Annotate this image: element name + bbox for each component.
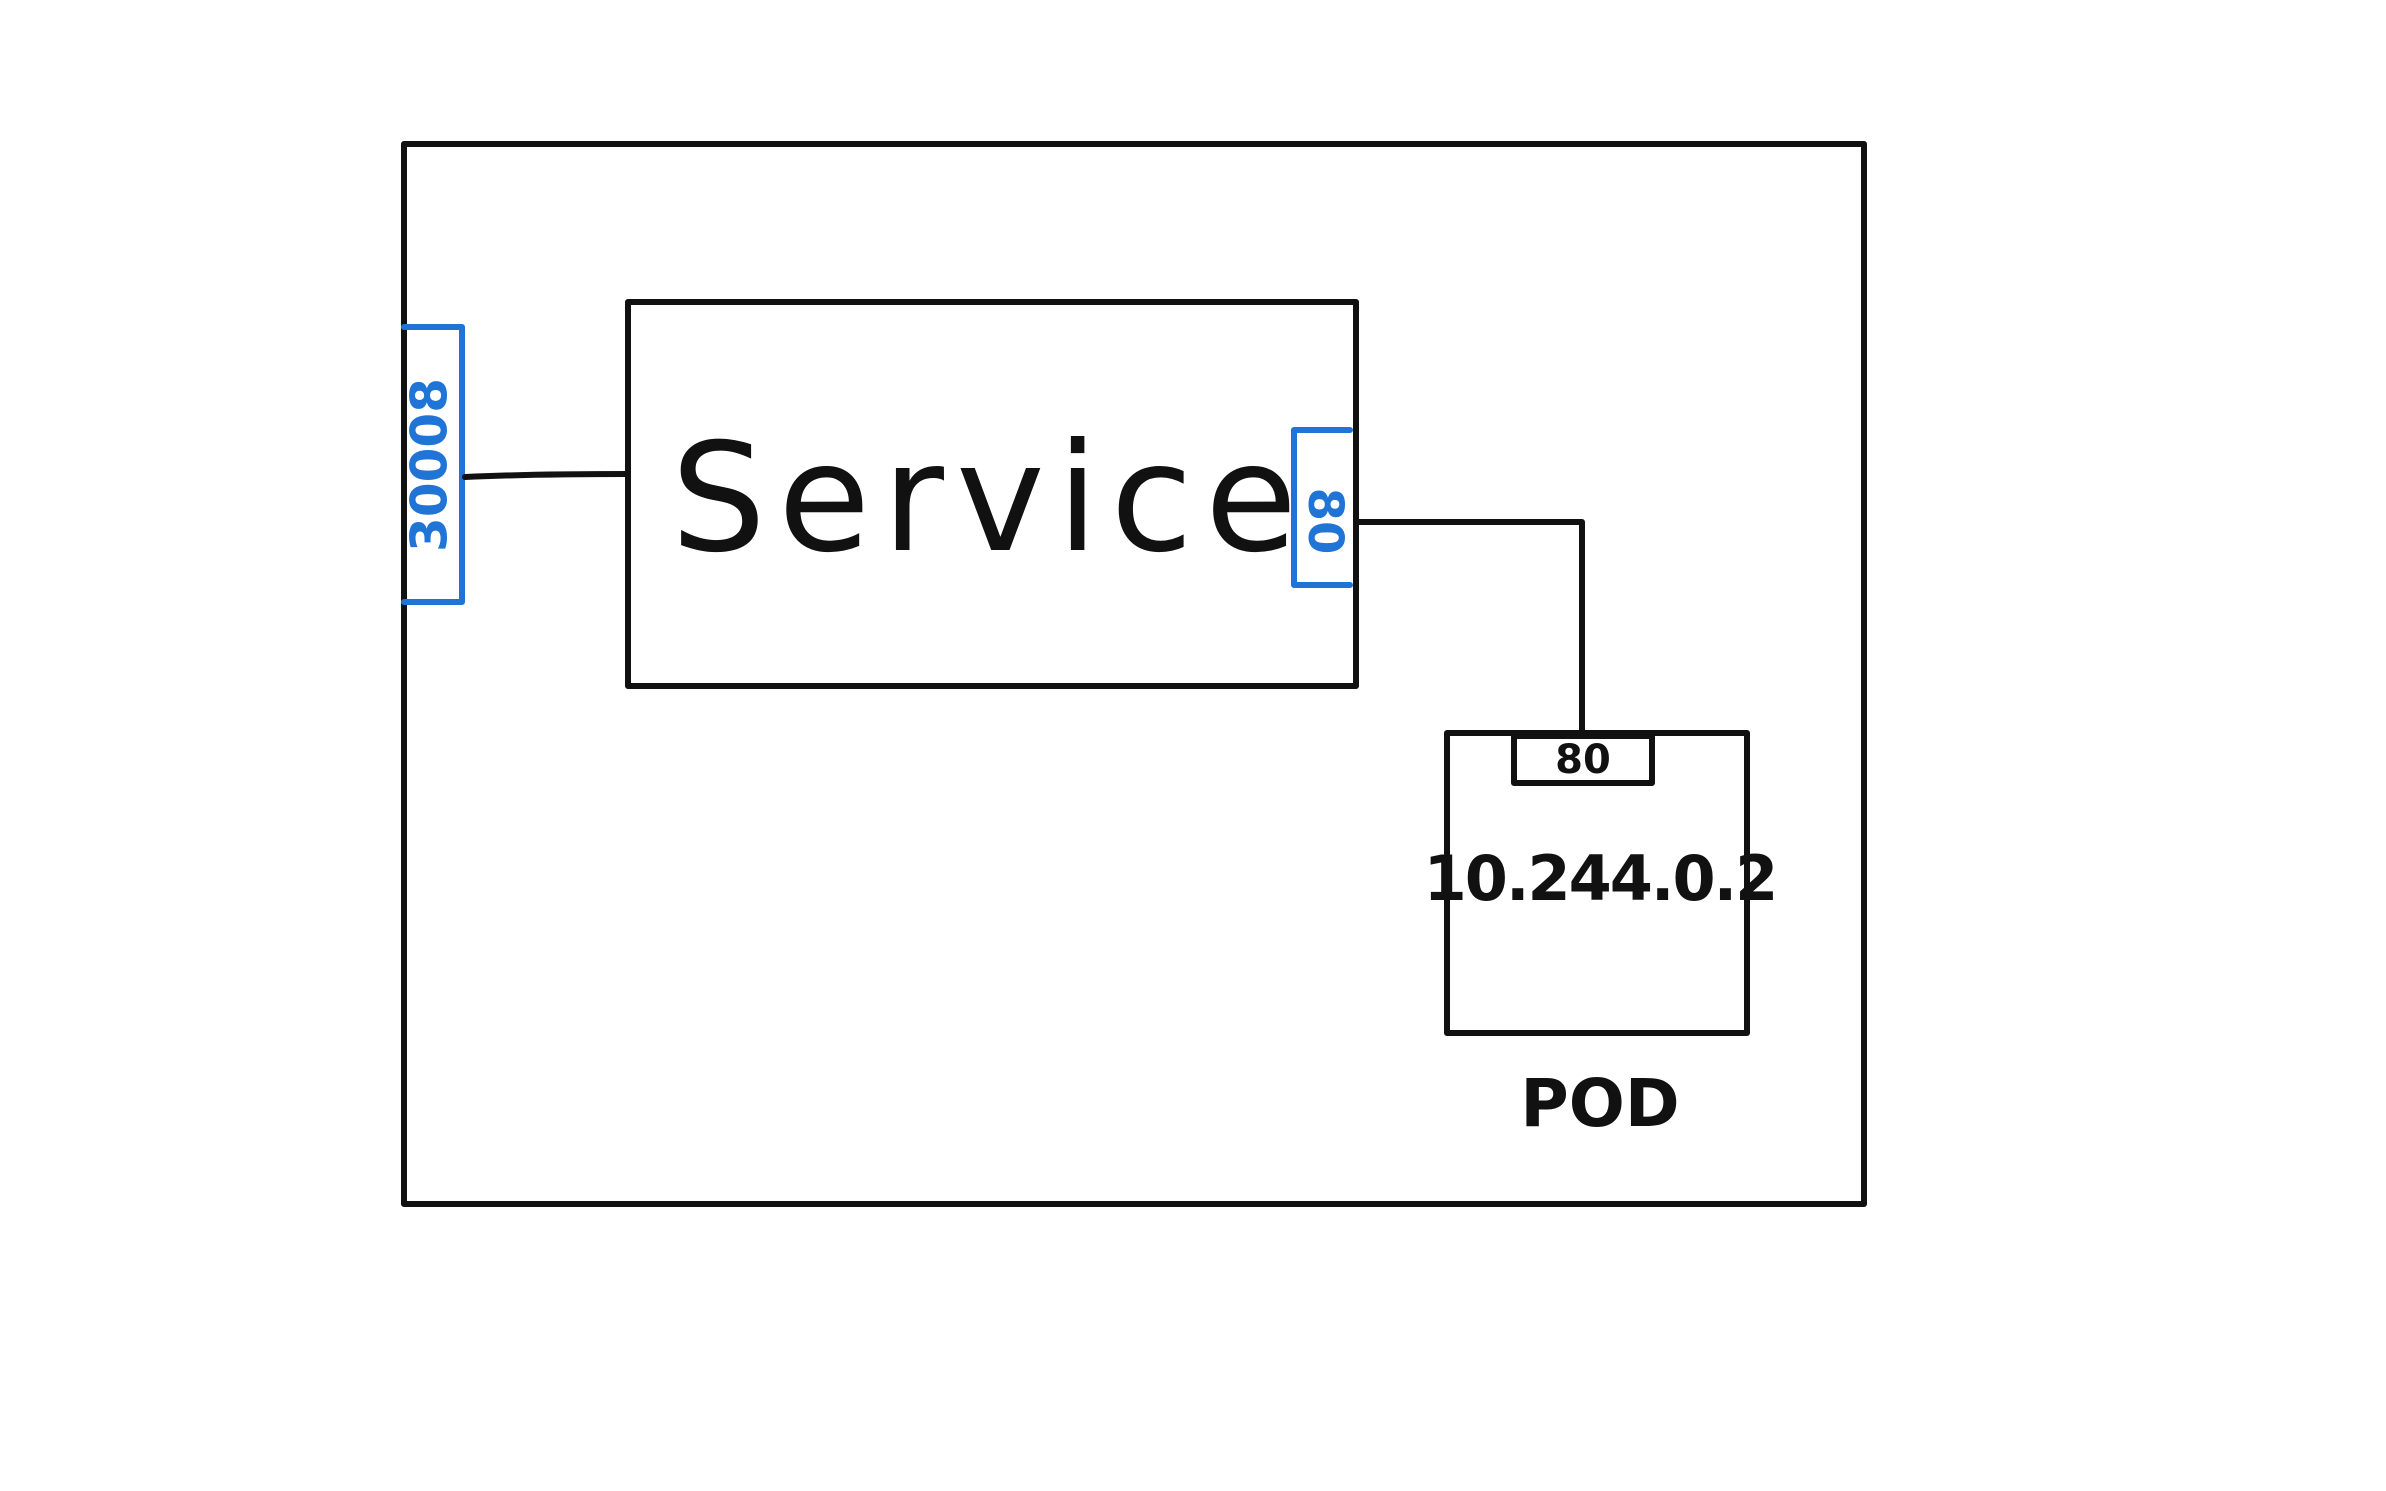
pod-port-box [1511, 733, 1655, 786]
pod-port-label: 80 [1555, 737, 1611, 783]
service-port-bracket [1291, 427, 1353, 588]
service-label: Service [671, 412, 1309, 586]
node-port-label: 30008 [401, 378, 459, 552]
pod-caption: POD [1520, 1065, 1679, 1142]
service-port: 80 [1291, 427, 1353, 588]
connector-nodeport-service [462, 471, 631, 480]
service-port-label: 80 [1297, 488, 1353, 555]
node-port-bracket [401, 324, 465, 605]
service-box [625, 299, 1359, 689]
pod-ip-label: 10.244.0.2 [1424, 842, 1777, 915]
connector-service-pod [1353, 519, 1585, 736]
node-port: 30008 [401, 324, 465, 605]
node-box [401, 141, 1867, 1207]
